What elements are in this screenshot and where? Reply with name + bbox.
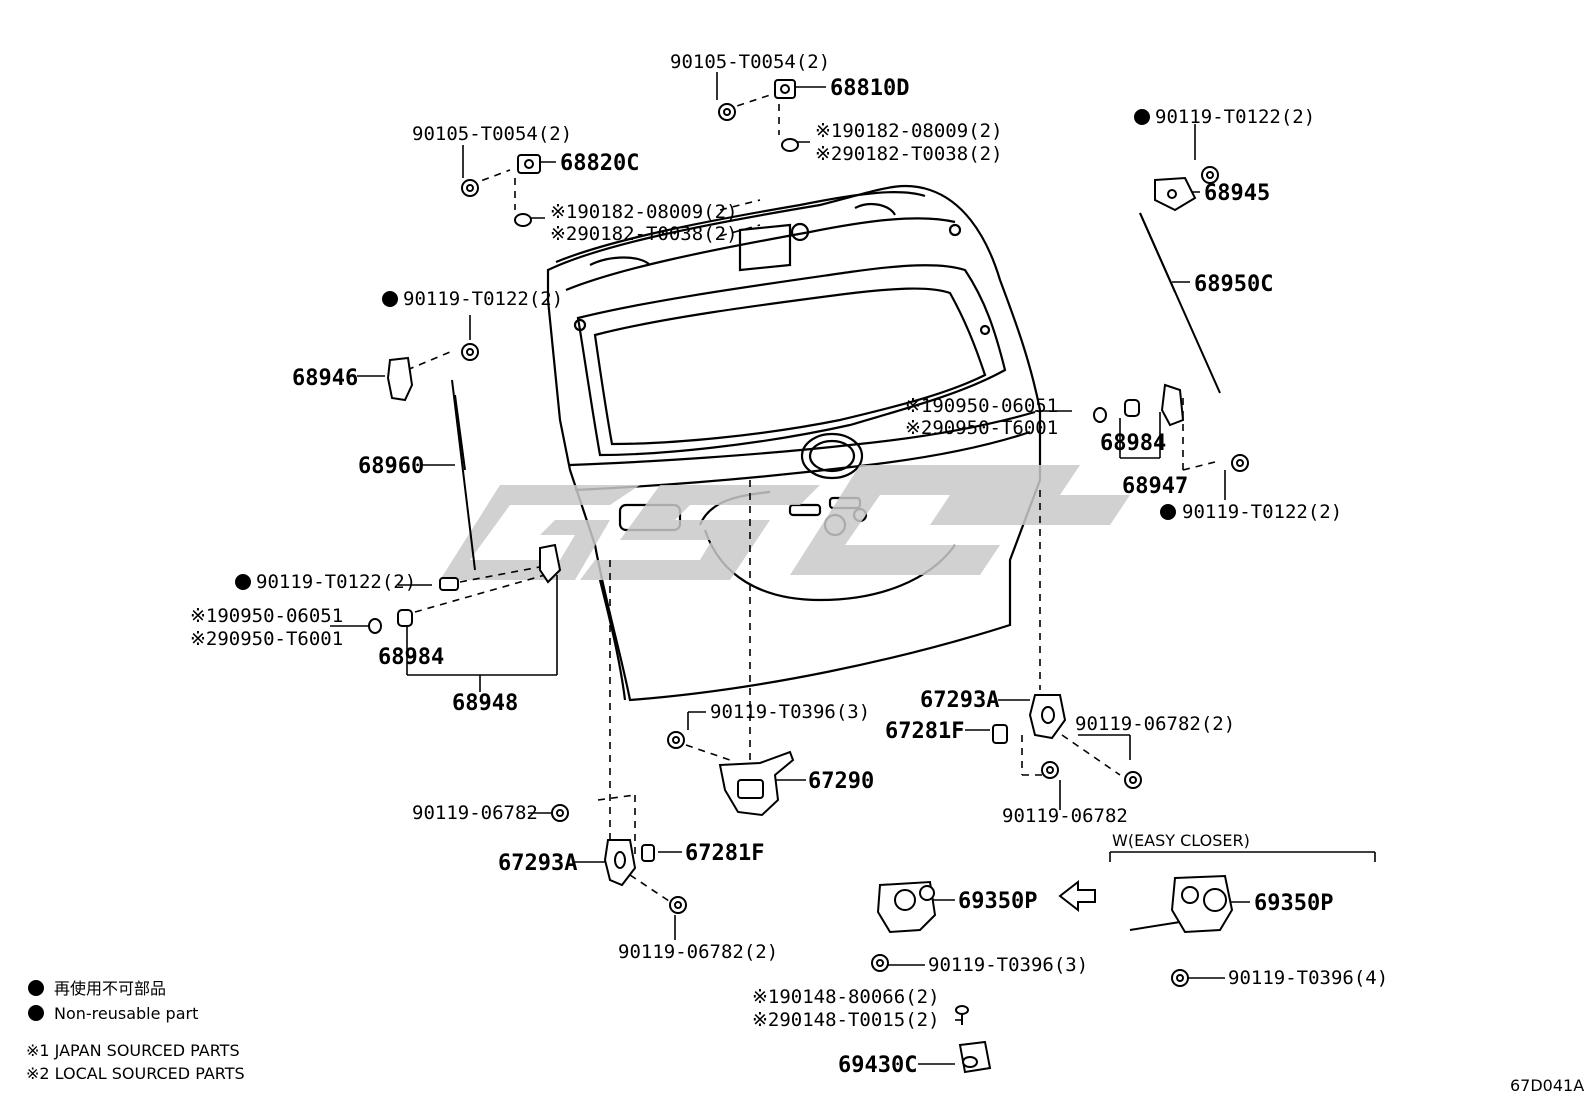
label-bolt-68810d: 90105-T0054(2) <box>670 51 830 73</box>
cushion-68984-shape <box>397 609 413 627</box>
legend-note-2: ※2 LOCAL SOURCED PARTS <box>26 1064 245 1083</box>
bolt-icon <box>439 577 459 591</box>
striker-67293a-shape <box>1028 694 1067 740</box>
label-cushion-r-2: ※290950-T6001 <box>905 417 1058 439</box>
bolt-icon <box>1124 771 1142 789</box>
bolt-icon <box>667 731 685 749</box>
label-bolt-68948: 90119-T0122(2) <box>256 571 416 593</box>
label-screw-69430c-2: ※290148-T0015(2) <box>752 1009 940 1031</box>
latch-69350p-easy-closer-shape <box>1129 874 1234 934</box>
label-bolt-67293a-l: 90119-06782(2) <box>618 941 778 963</box>
label-cushion-l-1: ※190950-06051 <box>190 605 343 627</box>
part-68810d-shape <box>774 79 796 99</box>
part-68820c-shape <box>517 154 541 174</box>
nonreusable-mark <box>28 1005 44 1021</box>
label-bolt-68946: 90119-T0122(2) <box>403 288 563 310</box>
label-cushion-l-2: ※290950-T6001 <box>190 628 343 650</box>
label-68946: 68946 <box>292 366 358 391</box>
label-69350p-r: 69350P <box>1254 891 1333 916</box>
label-nut-68810d-2: ※290182-T0038(2) <box>815 143 1003 165</box>
label-69430c: 69430C <box>838 1053 917 1078</box>
bolt-icon <box>1201 166 1219 184</box>
bolt-icon <box>461 179 479 197</box>
clip-67281f-shape <box>992 724 1008 744</box>
label-bolt-67281f-r: 90119-06782 <box>1002 805 1128 827</box>
latch-69350p-shape <box>876 880 937 934</box>
striker-67293a-shape <box>603 839 637 887</box>
nonreusable-mark <box>235 574 251 590</box>
label-nut-68810d-1: ※190182-08009(2) <box>815 120 1003 142</box>
label-easy-closer: W(EASY CLOSER) <box>1112 831 1250 850</box>
bolt-icon <box>551 804 569 822</box>
back-door-panel <box>546 184 1042 702</box>
nonreusable-mark <box>382 291 398 307</box>
legend: 再使用不可部品 Non-reusable part ※1 JAPAN SOURC… <box>26 979 245 1083</box>
label-67293a-l: 67293A <box>498 851 577 876</box>
bolt-icon <box>1231 454 1249 472</box>
screw-icon <box>955 1005 969 1025</box>
arrow-left-icon <box>1058 879 1096 913</box>
label-68984-l: 68984 <box>378 645 444 670</box>
nonreusable-mark <box>28 980 44 996</box>
label-68960: 68960 <box>358 454 424 479</box>
bracket-68946-shape <box>386 356 414 402</box>
bolt-icon <box>1041 761 1059 779</box>
cushion-ring-shape <box>1093 407 1107 423</box>
lock-67290-shape <box>718 750 795 817</box>
label-67281f-r: 67281F <box>885 719 964 744</box>
bracket-68945-shape <box>1154 176 1197 212</box>
label-68950c: 68950C <box>1194 272 1273 297</box>
label-bolt-68947: 90119-T0122(2) <box>1182 501 1342 523</box>
label-nut-68820c-1: ※190182-08009(2) <box>550 201 738 223</box>
label-cushion-r-1: ※190950-06051 <box>905 395 1058 417</box>
label-bolt-67290: 90119-T0396(3) <box>710 701 870 723</box>
legend-nonreusable-en: Non-reusable part <box>54 1004 198 1023</box>
label-68820c: 68820C <box>560 151 639 176</box>
label-67281f-l: 67281F <box>685 841 764 866</box>
label-68984-r: 68984 <box>1100 431 1166 456</box>
bolt-icon <box>1171 969 1189 987</box>
label-bolt-67281f-l: 90119-06782 <box>412 802 538 824</box>
figure-code: 67D041A <box>1510 1076 1584 1095</box>
legend-note-1: ※1 JAPAN SOURCED PARTS <box>26 1041 240 1060</box>
cushion-68984-shape <box>1124 399 1140 417</box>
parts <box>368 79 1249 1074</box>
nonreusable-mark <box>1160 504 1176 520</box>
bracket-68948-shape <box>539 543 562 584</box>
label-68945: 68945 <box>1204 181 1270 206</box>
label-screw-69430c-1: ※190148-80066(2) <box>752 986 940 1008</box>
bolt-icon <box>871 954 889 972</box>
label-67290: 67290 <box>808 769 874 794</box>
bolt-icon <box>461 343 479 361</box>
legend-nonreusable-jp: 再使用不可部品 <box>54 979 166 998</box>
strut-68960-shape <box>451 379 476 571</box>
label-67293a-r: 67293A <box>920 688 999 713</box>
label-bolt-69350p-r: 90119-T0396(4) <box>1228 967 1388 989</box>
striker-69430c-shape <box>958 1040 992 1074</box>
clip-67281f-shape <box>641 844 655 862</box>
bolt-icon <box>718 103 736 121</box>
nut-icon <box>514 213 532 227</box>
label-bolt-69350p-l: 90119-T0396(3) <box>928 954 1088 976</box>
bolt-icon <box>669 896 687 914</box>
bracket-68947-shape <box>1160 383 1185 427</box>
cushion-ring-shape <box>368 618 382 634</box>
label-68810d: 68810D <box>830 76 909 101</box>
label-bolt-68820c: 90105-T0054(2) <box>412 123 572 145</box>
label-69350p-l: 69350P <box>958 889 1037 914</box>
nut-icon <box>781 138 799 152</box>
label-68948: 68948 <box>452 691 518 716</box>
part-labels: 90105-T0054(2) 68810D ※190182-08009(2) ※… <box>190 51 1388 1078</box>
watermark-logo <box>440 465 1130 580</box>
label-bolt-68945: 90119-T0122(2) <box>1155 106 1315 128</box>
label-68947: 68947 <box>1122 474 1188 499</box>
strut-68950c-shape <box>1139 212 1221 394</box>
label-nut-68820c-2: ※290182-T0038(2) <box>550 223 738 245</box>
nonreusable-mark <box>1134 109 1150 125</box>
label-bolt-67293a-r: 90119-06782(2) <box>1075 713 1235 735</box>
